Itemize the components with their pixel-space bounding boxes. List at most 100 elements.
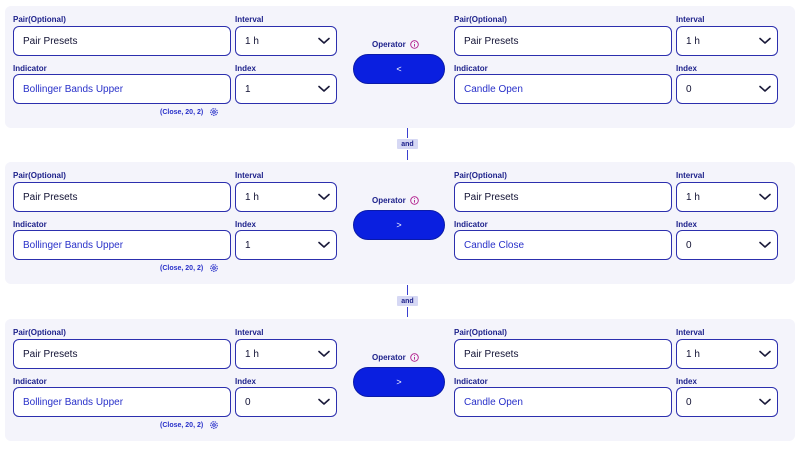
indicator-params: (Close, 20, 2) (160, 263, 219, 273)
right-index-value: 0 (686, 83, 692, 95)
left-index-value: 0 (245, 396, 251, 408)
left-interval-select[interactable]: 1 h (235, 182, 337, 212)
chevron-down-icon (318, 85, 330, 93)
chevron-down-icon (759, 37, 771, 45)
chevron-down-icon (318, 398, 330, 406)
pair-label: Pair(Optional) (13, 171, 66, 180)
chevron-down-icon (759, 350, 771, 358)
right-index-value: 0 (686, 396, 692, 408)
operator-label-text: Operator (372, 40, 406, 49)
left-pair-input[interactable]: Pair Presets (13, 182, 231, 212)
gear-icon[interactable] (209, 420, 219, 430)
left-index-select[interactable]: 0 (235, 387, 337, 417)
indicator-params: (Close, 20, 2) (160, 420, 219, 430)
chevron-down-icon (318, 37, 330, 45)
indicator-label: Indicator (454, 377, 488, 386)
left-interval-value: 1 h (245, 191, 259, 203)
left-pair-input[interactable]: Pair Presets (13, 26, 231, 56)
right-index-value: 0 (686, 239, 692, 251)
right-index-select[interactable]: 0 (676, 230, 778, 260)
operator-label-text: Operator (372, 196, 406, 205)
right-interval-value: 1 h (686, 35, 700, 47)
left-index-select[interactable]: 1 (235, 230, 337, 260)
interval-label: Interval (235, 328, 264, 337)
info-icon[interactable] (410, 353, 419, 362)
indicator-label: Indicator (454, 64, 488, 73)
interval-label: Interval (676, 171, 705, 180)
right-interval-value: 1 h (686, 348, 700, 360)
and-badge: and (397, 296, 418, 306)
condition-row-3: Pair(Optional) Pair Presets Interval 1 h… (5, 319, 795, 441)
right-interval-select[interactable]: 1 h (676, 182, 778, 212)
right-interval-value: 1 h (686, 191, 700, 203)
indicator-label: Indicator (13, 64, 47, 73)
info-icon[interactable] (410, 196, 419, 205)
right-index-select[interactable]: 0 (676, 387, 778, 417)
left-interval-value: 1 h (245, 348, 259, 360)
right-index-select[interactable]: 0 (676, 74, 778, 104)
operator-label: Operator (372, 40, 419, 49)
index-label: Index (235, 377, 256, 386)
and-badge: and (397, 139, 418, 149)
pair-label: Pair(Optional) (13, 15, 66, 24)
operator-button[interactable]: > (353, 367, 445, 397)
params-text: (Close, 20, 2) (160, 264, 204, 272)
index-label: Index (676, 220, 697, 229)
chevron-down-icon (318, 193, 330, 201)
right-pair-input[interactable]: Pair Presets (454, 182, 672, 212)
gear-icon[interactable] (209, 263, 219, 273)
chevron-down-icon (759, 398, 771, 406)
connector-line (407, 128, 408, 138)
left-pair-input[interactable]: Pair Presets (13, 339, 231, 369)
left-indicator-input[interactable]: Bollinger Bands Upper (13, 387, 231, 417)
connector-line (407, 285, 408, 295)
indicator-label: Indicator (13, 220, 47, 229)
operator-label: Operator (372, 196, 419, 205)
indicator-label: Indicator (454, 220, 488, 229)
chevron-down-icon (759, 85, 771, 93)
connector-line (407, 150, 408, 160)
left-interval-select[interactable]: 1 h (235, 26, 337, 56)
operator-button[interactable]: < (353, 54, 445, 84)
info-icon[interactable] (410, 40, 419, 49)
right-indicator-input[interactable]: Candle Close (454, 230, 672, 260)
chevron-down-icon (759, 241, 771, 249)
right-interval-select[interactable]: 1 h (676, 26, 778, 56)
connector-line (407, 307, 408, 317)
left-indicator-input[interactable]: Bollinger Bands Upper (13, 230, 231, 260)
left-interval-value: 1 h (245, 35, 259, 47)
pair-label: Pair(Optional) (13, 328, 66, 337)
interval-label: Interval (676, 328, 705, 337)
right-interval-select[interactable]: 1 h (676, 339, 778, 369)
params-text: (Close, 20, 2) (160, 421, 204, 429)
interval-label: Interval (676, 15, 705, 24)
left-indicator-input[interactable]: Bollinger Bands Upper (13, 74, 231, 104)
right-indicator-input[interactable]: Candle Open (454, 74, 672, 104)
operator-label: Operator (372, 353, 419, 362)
chevron-down-icon (759, 193, 771, 201)
interval-label: Interval (235, 15, 264, 24)
left-interval-select[interactable]: 1 h (235, 339, 337, 369)
chevron-down-icon (318, 241, 330, 249)
left-index-value: 1 (245, 239, 251, 251)
pair-label: Pair(Optional) (454, 171, 507, 180)
condition-row-1: Pair(Optional) Pair Presets Interval 1 h… (5, 6, 795, 128)
interval-label: Interval (235, 171, 264, 180)
index-label: Index (235, 64, 256, 73)
gear-icon[interactable] (209, 107, 219, 117)
left-index-value: 1 (245, 83, 251, 95)
right-pair-input[interactable]: Pair Presets (454, 339, 672, 369)
condition-row-2: Pair(Optional) Pair Presets Interval 1 h… (5, 162, 795, 284)
indicator-params: (Close, 20, 2) (160, 107, 219, 117)
index-label: Index (235, 220, 256, 229)
pair-label: Pair(Optional) (454, 328, 507, 337)
indicator-label: Indicator (13, 377, 47, 386)
right-pair-input[interactable]: Pair Presets (454, 26, 672, 56)
operator-button[interactable]: > (353, 210, 445, 240)
operator-label-text: Operator (372, 353, 406, 362)
right-indicator-input[interactable]: Candle Open (454, 387, 672, 417)
index-label: Index (676, 64, 697, 73)
left-index-select[interactable]: 1 (235, 74, 337, 104)
chevron-down-icon (318, 350, 330, 358)
pair-label: Pair(Optional) (454, 15, 507, 24)
